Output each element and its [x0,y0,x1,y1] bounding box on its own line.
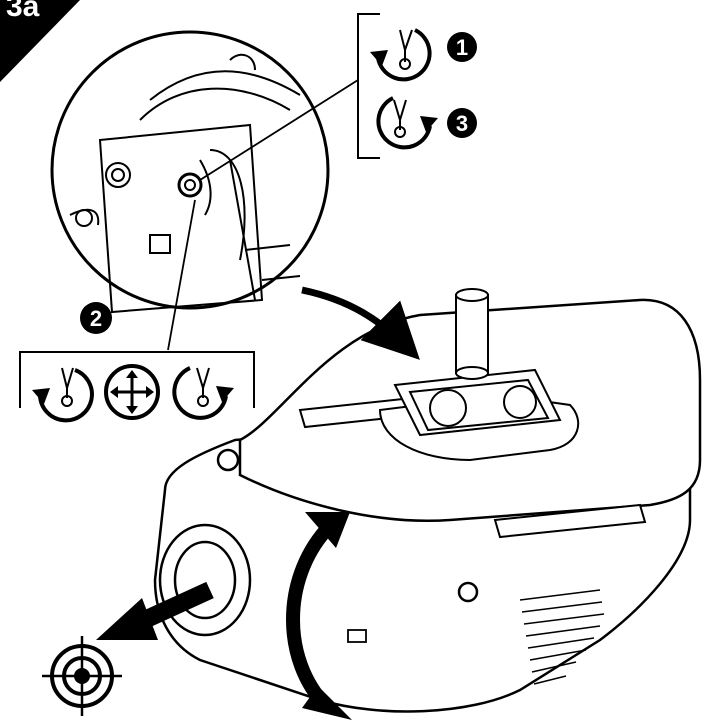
magnified-detail [50,30,359,351]
step-label: 3a [6,0,40,23]
tighten-screw-icon [172,366,234,420]
callout-bracket-upper: 1 3 [357,13,477,159]
pointer-arrow [301,286,420,360]
callout-1-number: 1 [456,35,468,60]
target-icon [42,636,122,716]
mount-bracket [298,288,647,539]
step-badge: 3a [0,0,80,82]
rotate-clockwise-screw-icon [376,96,438,150]
loosen-screw-icon [32,367,94,423]
tilt-arrow [286,512,352,720]
callout-3-badge: 3 [447,108,477,138]
vent-grille [519,589,605,685]
projector-body [153,298,702,713]
callout-2-badge: 2 [80,302,112,334]
callout-1-badge: 1 [447,32,477,62]
callout-2-number: 2 [90,306,102,331]
projection-arrow [96,581,214,640]
rotate-counterclockwise-screw-icon [370,28,432,82]
callout-3-number: 3 [456,111,468,136]
callout-bracket-lower [19,351,255,423]
move-arrows-icon [104,364,160,420]
